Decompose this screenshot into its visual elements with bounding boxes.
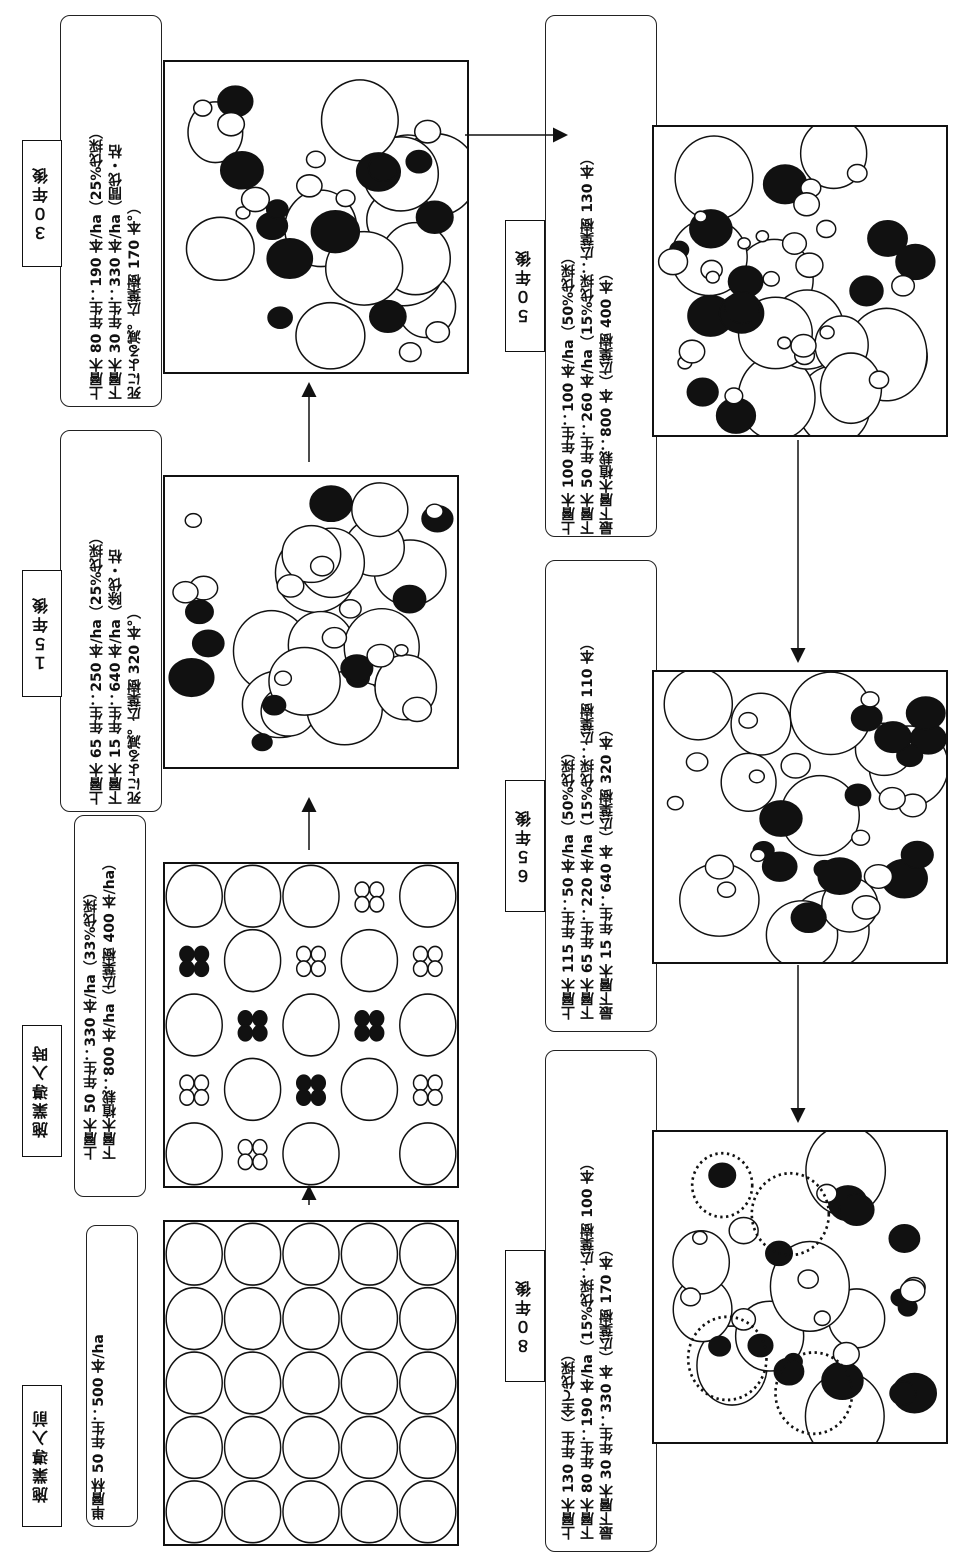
forest-stand-diagram: 施業導入前単層林 50 年生：500 本/ha施業導入時上層木 50 年生：33… bbox=[0, 0, 976, 1563]
flow-arrows bbox=[0, 0, 976, 1563]
